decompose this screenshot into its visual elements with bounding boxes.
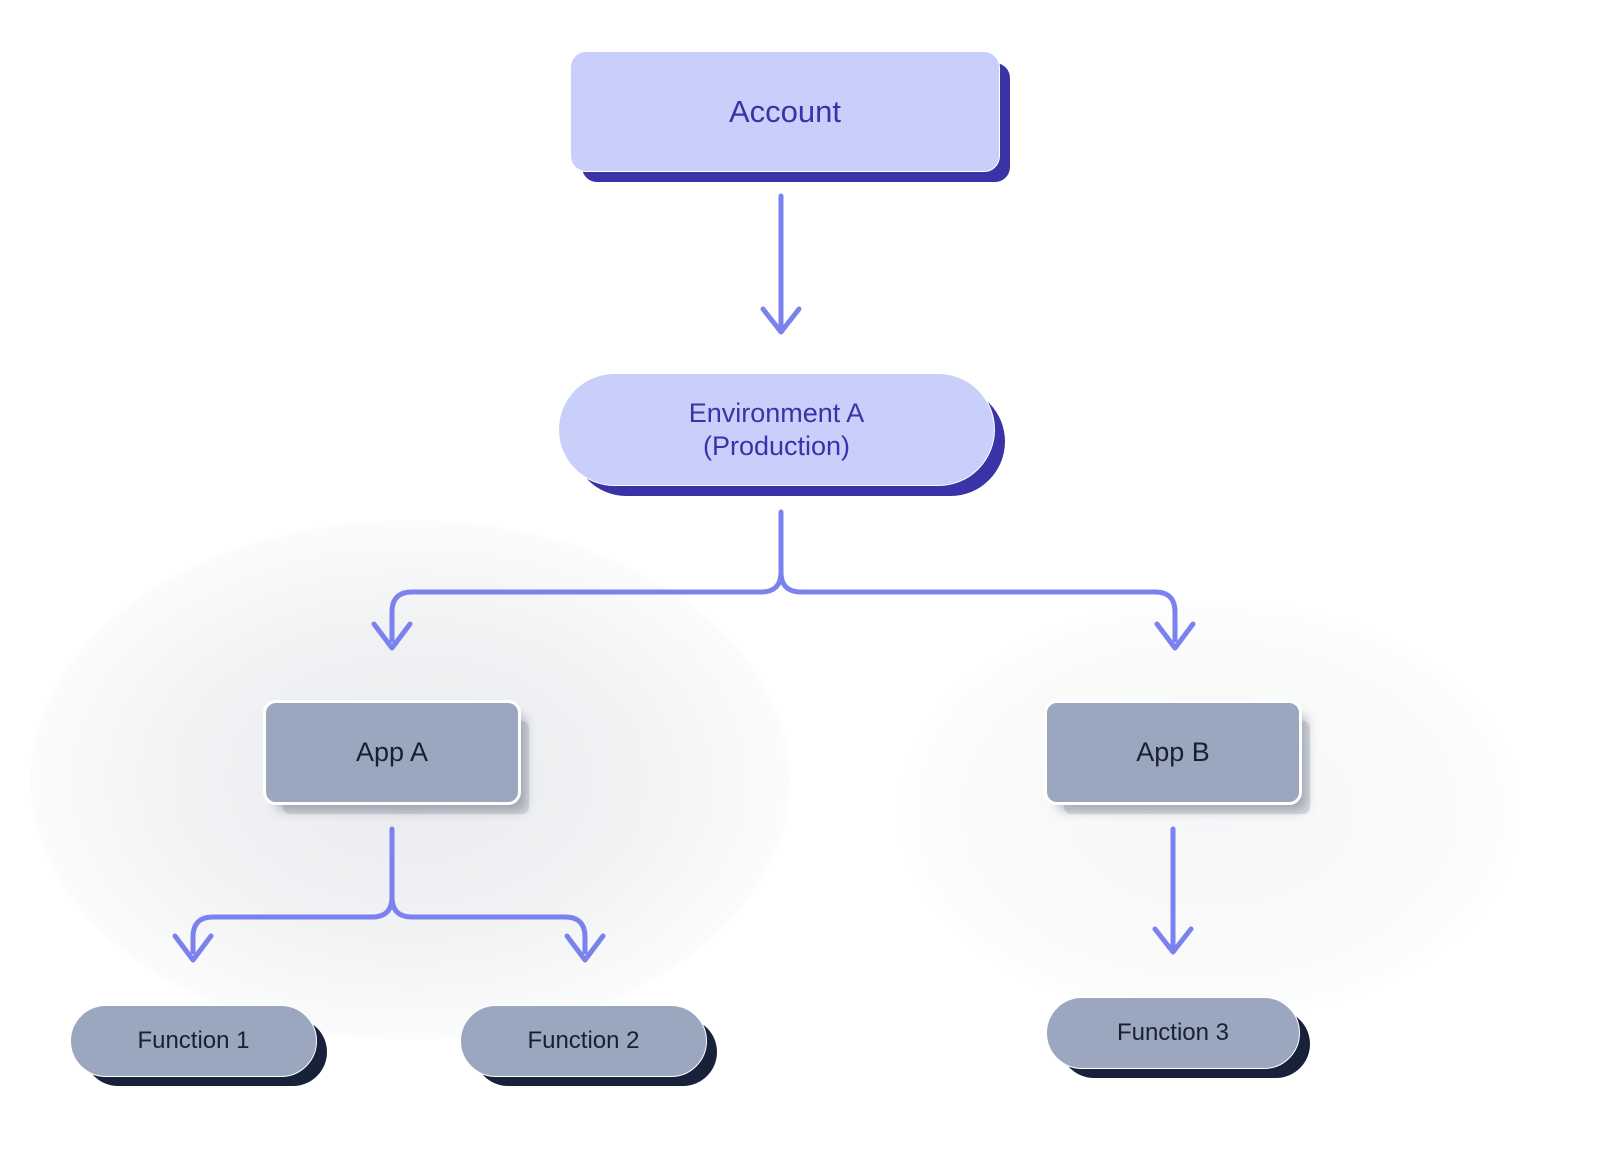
background-glow-right — [900, 600, 1520, 1020]
node-function-2[interactable]: Function 2 — [460, 1005, 707, 1077]
edge-app-b-to-function-3 — [1152, 826, 1194, 955]
edge-app-a-to-functions — [172, 826, 606, 963]
node-environment-a[interactable]: Environment A (Production) — [558, 373, 995, 486]
node-app-a[interactable]: App A — [263, 700, 521, 805]
node-account[interactable]: Account — [570, 51, 1000, 172]
edge-environment-a-to-apps — [371, 509, 1196, 651]
node-function-1[interactable]: Function 1 — [70, 1005, 317, 1077]
edge-account-to-environment-a — [760, 193, 802, 335]
node-app-b[interactable]: App B — [1044, 700, 1302, 805]
node-function-3[interactable]: Function 3 — [1046, 997, 1300, 1069]
